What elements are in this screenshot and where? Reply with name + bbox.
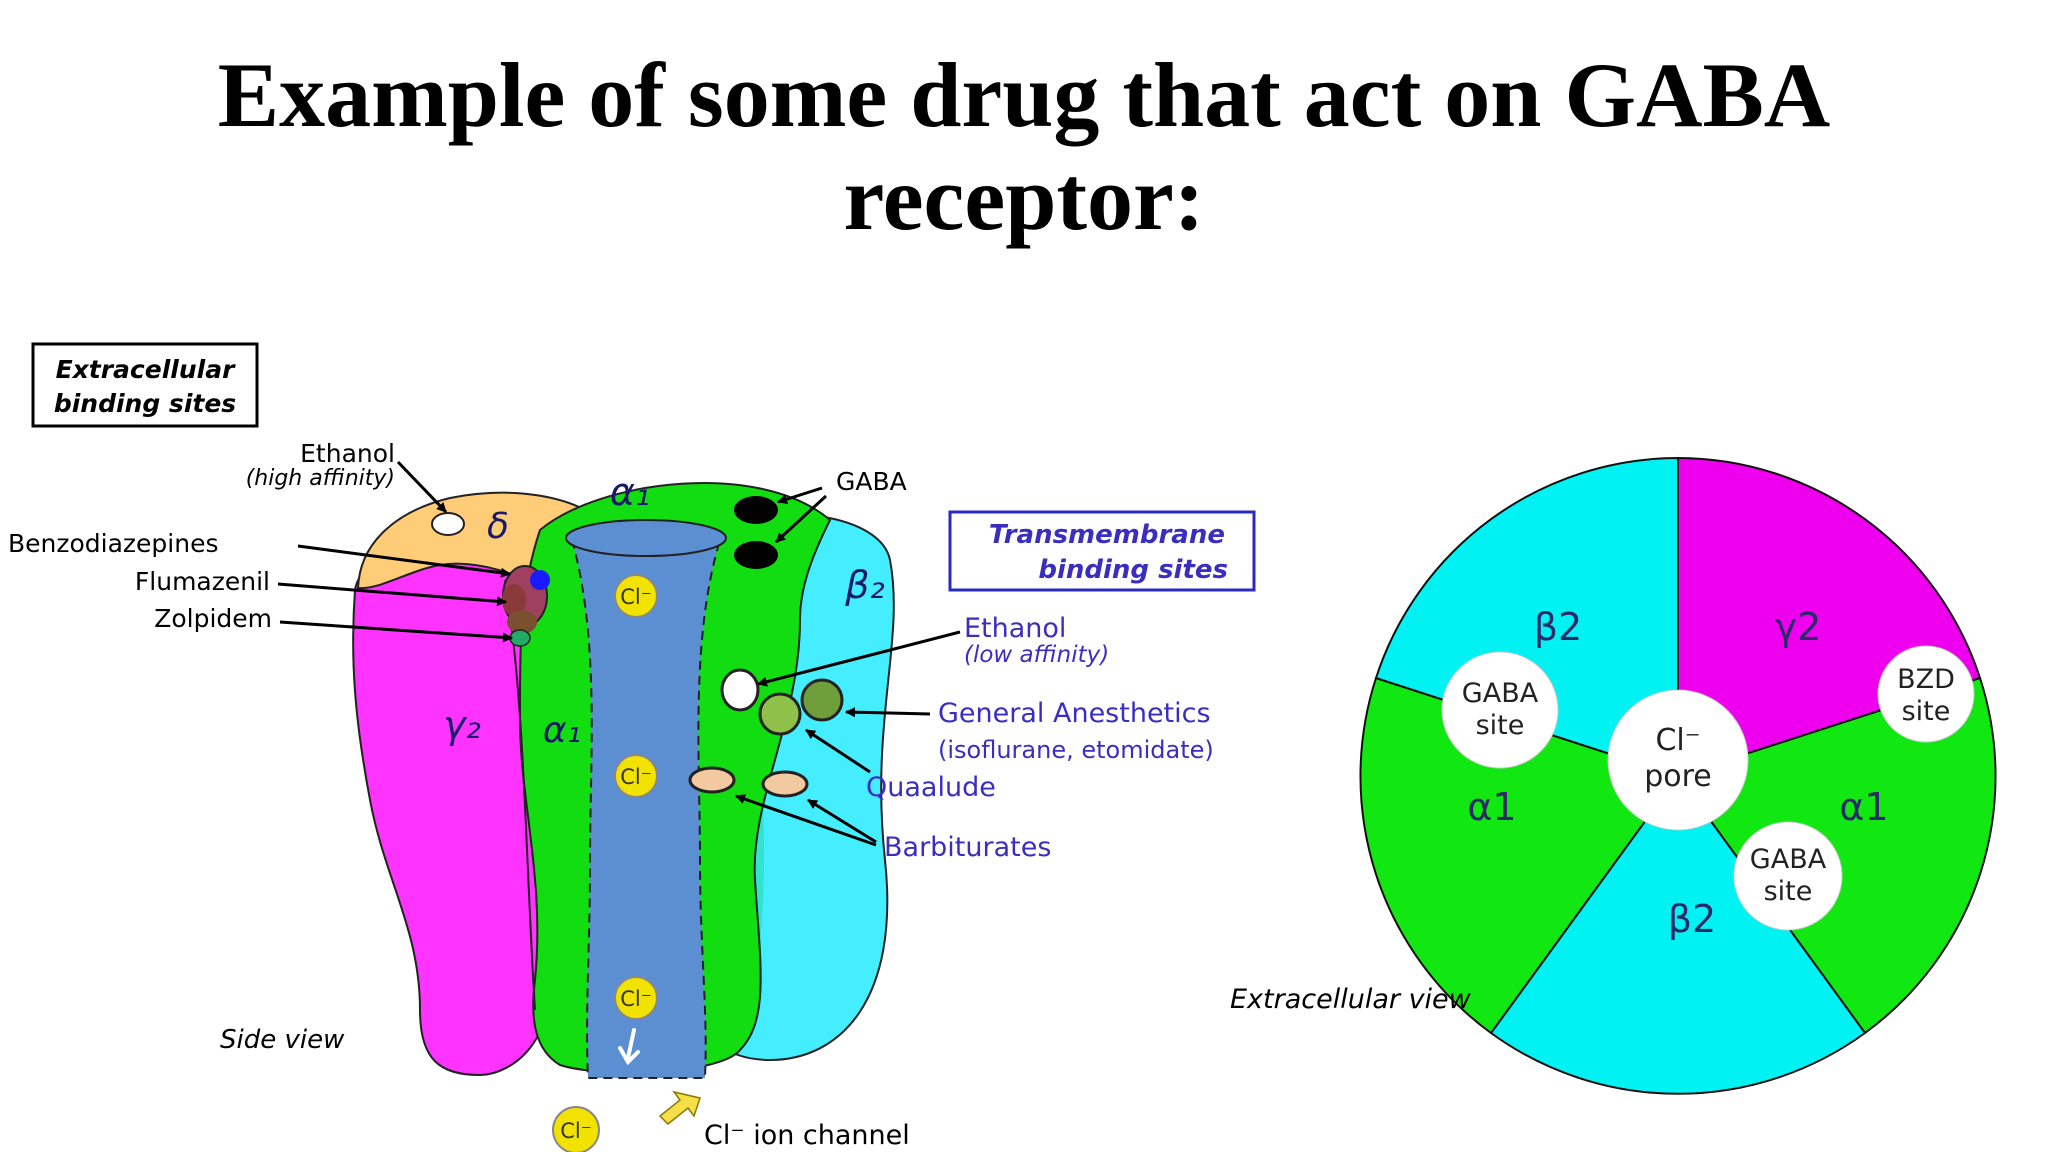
gaba-site-2 — [734, 541, 778, 569]
label-alpha-top: α₁ — [610, 470, 650, 514]
gaba-site-bottom-circle: GABA site — [1733, 821, 1843, 931]
extracellular-box-line-2: binding sites — [54, 389, 236, 418]
label-quaalude: Quaalude — [866, 772, 996, 803]
label-delta: δ — [487, 506, 509, 547]
transmembrane-box — [948, 510, 1256, 592]
benzodiazepine-site — [502, 565, 550, 647]
arrow-gaba-1 — [777, 486, 823, 505]
ion-channel-pointer — [658, 1090, 701, 1126]
pie-label-alpha-right: α1 — [1839, 785, 1888, 829]
arrow-general-anesthetics — [845, 707, 931, 718]
svg-text:GABA: GABA — [1750, 844, 1827, 875]
chloride-channel — [570, 539, 722, 1079]
anesthetic-site-2 — [800, 678, 844, 722]
svg-text:Cl⁻: Cl⁻ — [1655, 723, 1700, 758]
label-ethanol-high-note: (high affinity) — [246, 466, 395, 491]
svg-text:pore: pore — [1644, 759, 1712, 794]
label-beta: β₂ — [844, 563, 884, 607]
label-ethanol-low: Ethanol — [964, 613, 1066, 644]
arrow-ethanol-low — [757, 630, 961, 687]
label-side-view: Side view — [220, 1025, 345, 1055]
svg-text:Cl⁻: Cl⁻ — [560, 1119, 592, 1143]
label-general-anesthetics: General Anesthetics — [938, 698, 1211, 729]
gaba-site-1 — [734, 496, 778, 524]
pie-label-beta-top: β2 — [1534, 605, 1582, 649]
chloride-ion-outside: Cl⁻ — [552, 1106, 600, 1152]
anesthetic-site-1 — [758, 692, 802, 736]
extracellular-view-diagram: β2 γ2 α1 α1 β2 GABA site BZD site Cl⁻ po… — [1230, 456, 1997, 1095]
channel-mouth — [565, 519, 727, 557]
svg-text:site: site — [1902, 696, 1951, 727]
pie-segment-alpha-left — [1359, 676, 1680, 1035]
label-flumazenil: Flumazenil — [135, 567, 270, 596]
pie-label-beta-bottom: β2 — [1668, 897, 1716, 941]
arrow-benzodiazepines — [297, 544, 511, 578]
label-ion-channel: Cl⁻ ion channel — [704, 1120, 910, 1151]
label-gaba: GABA — [836, 467, 907, 496]
svg-text:site: site — [1476, 710, 1525, 741]
pie-label-alpha-left: α1 — [1467, 785, 1516, 829]
ion-flow-arrow — [618, 1028, 640, 1066]
label-gamma: γ₂ — [443, 703, 481, 747]
svg-text:Cl⁻: Cl⁻ — [620, 765, 652, 789]
svg-text:Cl⁻: Cl⁻ — [620, 987, 652, 1011]
transmembrane-box-line-1: Transmembrane — [989, 520, 1225, 550]
arrow-gaba-2 — [774, 494, 828, 544]
title-line-1: Example of some drug that act on GABA — [217, 44, 1831, 146]
svg-text:Cl⁻: Cl⁻ — [620, 585, 652, 609]
svg-text:BZD: BZD — [1897, 664, 1955, 695]
label-benzodiazepines: Benzodiazepines — [8, 529, 219, 558]
label-zolpidem: Zolpidem — [154, 604, 272, 633]
arrow-barbiturates-1 — [735, 794, 877, 847]
barbiturate-site-1 — [688, 766, 736, 794]
svg-text:GABA: GABA — [1462, 678, 1539, 709]
label-ethanol-high: Ethanol — [300, 439, 395, 468]
bzd-site-circle: BZD site — [1877, 645, 1975, 743]
arrow-zolpidem — [279, 620, 513, 643]
ethanol-low-site — [720, 668, 760, 712]
chloride-ion-1: Cl⁻ — [614, 574, 658, 618]
label-extracellular-view: Extracellular view — [1230, 984, 1472, 1015]
chloride-ion-2: Cl⁻ — [614, 754, 658, 798]
chloride-ion-3: Cl⁻ — [614, 976, 658, 1020]
page-title: Example of some drug that act on GABA re… — [0, 44, 2048, 250]
label-general-anesthetics-note: (isoflurane, etomidate) — [938, 736, 1214, 764]
chloride-pore-circle: Cl⁻ pore — [1607, 689, 1749, 831]
pie-label-gamma: γ2 — [1775, 605, 1822, 649]
transmembrane-box-line-2: binding sites — [1038, 555, 1228, 585]
pie-segment-beta-bottom — [1489, 774, 1867, 1095]
label-alpha-left: α₁ — [543, 710, 581, 751]
ethanol-high-site — [431, 512, 465, 536]
barbiturate-site-2 — [761, 770, 809, 798]
label-ethanol-low-note: (low affinity) — [964, 642, 1109, 668]
arrow-quaalude — [805, 728, 871, 774]
label-barbiturates: Barbiturates — [884, 832, 1051, 863]
side-view-diagram: Cl⁻ Cl⁻ Cl⁻ Cl⁻ α₁ δ β₂ γ₂ α₁ — [8, 342, 1256, 1152]
extracellular-box-line-1: Extracellular — [56, 355, 237, 384]
title-line-2: receptor: — [843, 147, 1205, 249]
svg-text:site: site — [1764, 876, 1813, 907]
arrow-flumazenil — [277, 582, 507, 607]
gaba-site-left-circle: GABA site — [1441, 651, 1559, 769]
arrow-barbiturates-2 — [807, 798, 877, 844]
arrow-ethanol-high — [396, 460, 448, 514]
extracellular-box — [31, 342, 259, 428]
